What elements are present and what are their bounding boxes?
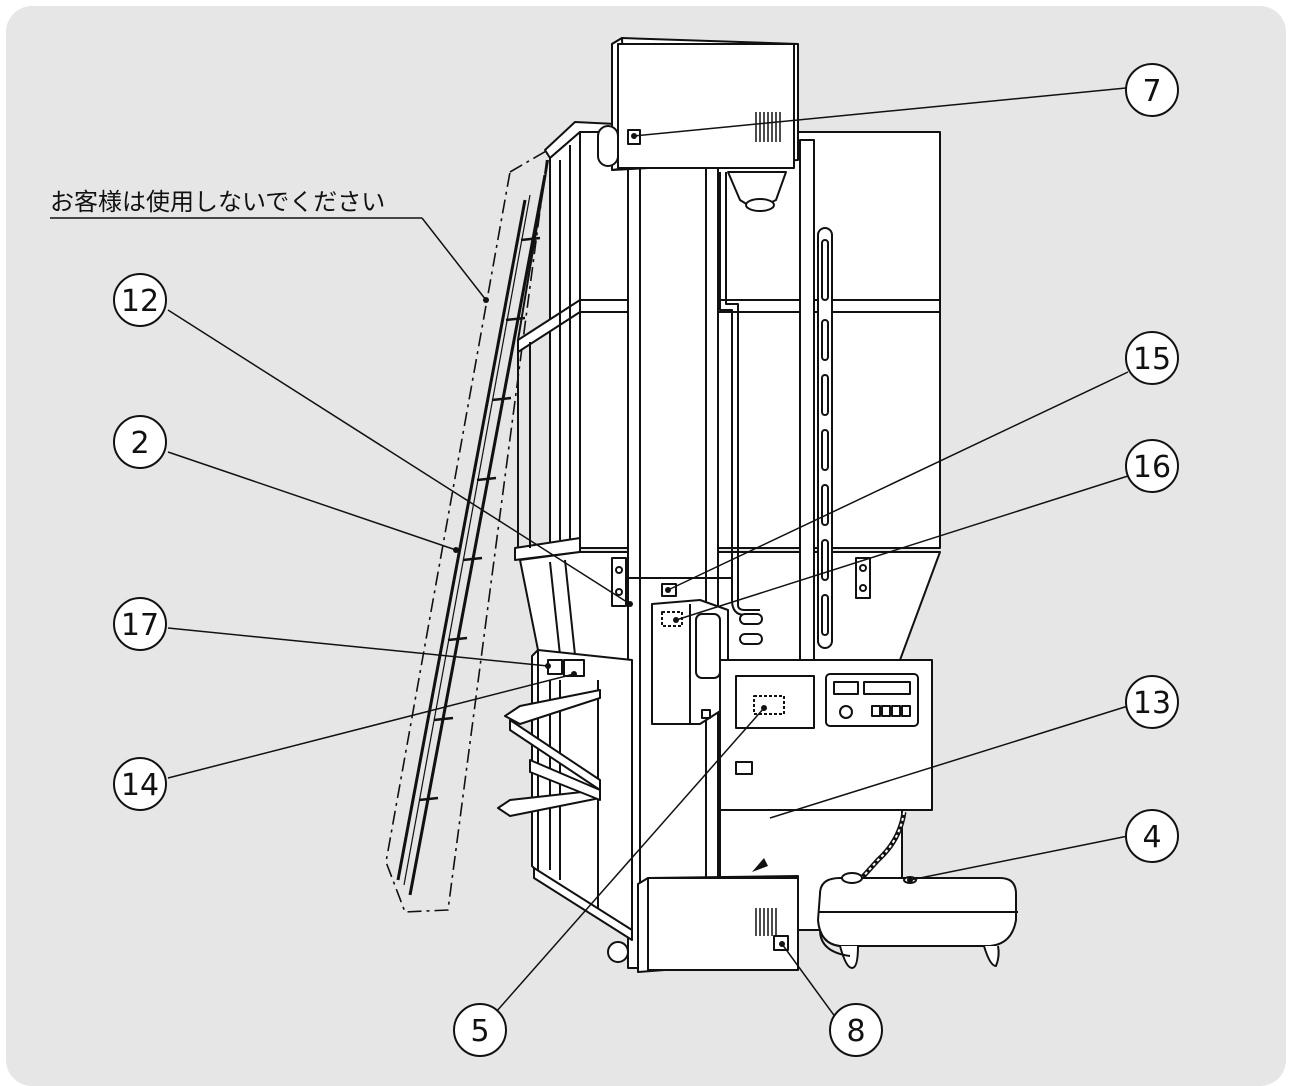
callout-15: 15 [1125,331,1179,385]
callout-5: 5 [453,1003,507,1057]
burner-unit [637,875,799,973]
callout-2: 2 [113,415,167,469]
arrow-13 [752,858,768,872]
svg-text:15: 15 [1133,342,1171,377]
callout-13: 13 [1125,675,1179,729]
note-text: お客様は使用しないでください [50,188,385,216]
dryer-tank [514,121,941,661]
svg-text:17: 17 [121,608,159,643]
top-control-box [597,37,799,212]
svg-text:7: 7 [1142,74,1161,109]
callout-8: 8 [829,1003,883,1057]
callout-16: 16 [1125,439,1179,493]
leader-lines [50,87,1129,1019]
frame-base [497,649,633,963]
callout-7: 7 [1125,63,1179,117]
leader-dots [453,133,913,947]
svg-text:13: 13 [1133,686,1171,721]
callout-12: 12 [113,273,167,327]
callout-17: 17 [113,597,167,651]
svg-text:5: 5 [470,1014,489,1049]
svg-text:2: 2 [130,426,149,461]
elevator [627,167,763,969]
svg-text:12: 12 [121,284,159,319]
svg-text:8: 8 [846,1014,865,1049]
callout-4: 4 [1125,809,1179,863]
fuel-tank [817,811,1018,969]
svg-text:16: 16 [1133,450,1171,485]
svg-text:4: 4 [1142,820,1161,855]
svg-text:14: 14 [121,768,159,803]
callout-14: 14 [113,757,167,811]
ladder [385,149,549,913]
